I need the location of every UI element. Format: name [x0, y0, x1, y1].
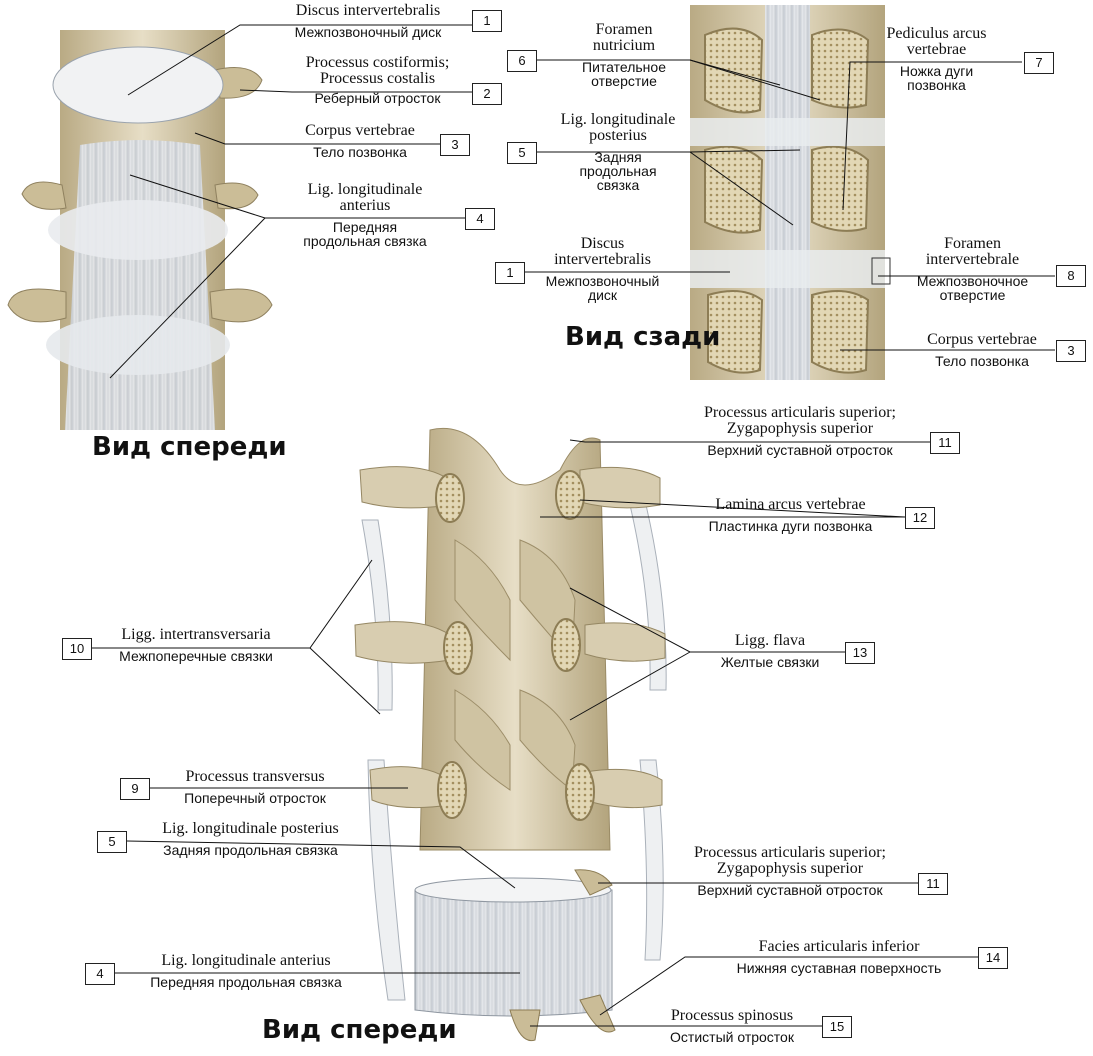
number-box-5: 5: [507, 142, 537, 164]
number-box-8: 8: [1056, 265, 1086, 287]
number-box-10: 10: [62, 638, 92, 660]
number-box-14: 14: [978, 947, 1008, 969]
label-processus-articularis-superior-bottom: Processus articularis superior;Zygapophy…: [694, 844, 886, 898]
number-box-4: 4: [465, 208, 495, 230]
number-box-13: 13: [845, 642, 875, 664]
view-title-back: Вид сзади: [565, 322, 721, 352]
number-box-3: 3: [440, 134, 470, 156]
leader-lines: [90, 24, 1055, 1027]
number-box-11a: 11: [930, 432, 960, 454]
back-view-spine: [690, 5, 891, 380]
number-box-6: 6: [507, 50, 537, 72]
number-box-15: 15: [822, 1016, 852, 1038]
number-box-7: 7: [1024, 52, 1054, 74]
number-box-1b: 1: [495, 262, 525, 284]
number-box-12: 12: [905, 507, 935, 529]
number-box-9: 9: [120, 778, 150, 800]
front-view-spine-top: [7, 30, 273, 430]
view-title-front-top: Вид спереди: [92, 432, 287, 462]
view-title-front-bottom: Вид спереди: [262, 1015, 457, 1045]
number-box-4b: 4: [85, 963, 115, 985]
label-processus-costiformis: Processus costiformis;Processus costalis…: [305, 54, 450, 106]
bottom-spine-view: [354, 427, 667, 1042]
number-box-5b: 5: [97, 831, 127, 853]
label-processus-articularis-superior-top: Processus articularis superior;Zygapophy…: [704, 404, 896, 458]
number-box-1: 1: [472, 10, 502, 32]
number-box-11b: 11: [918, 873, 948, 895]
number-box-2: 2: [472, 83, 502, 105]
number-box-3b: 3: [1056, 340, 1086, 362]
